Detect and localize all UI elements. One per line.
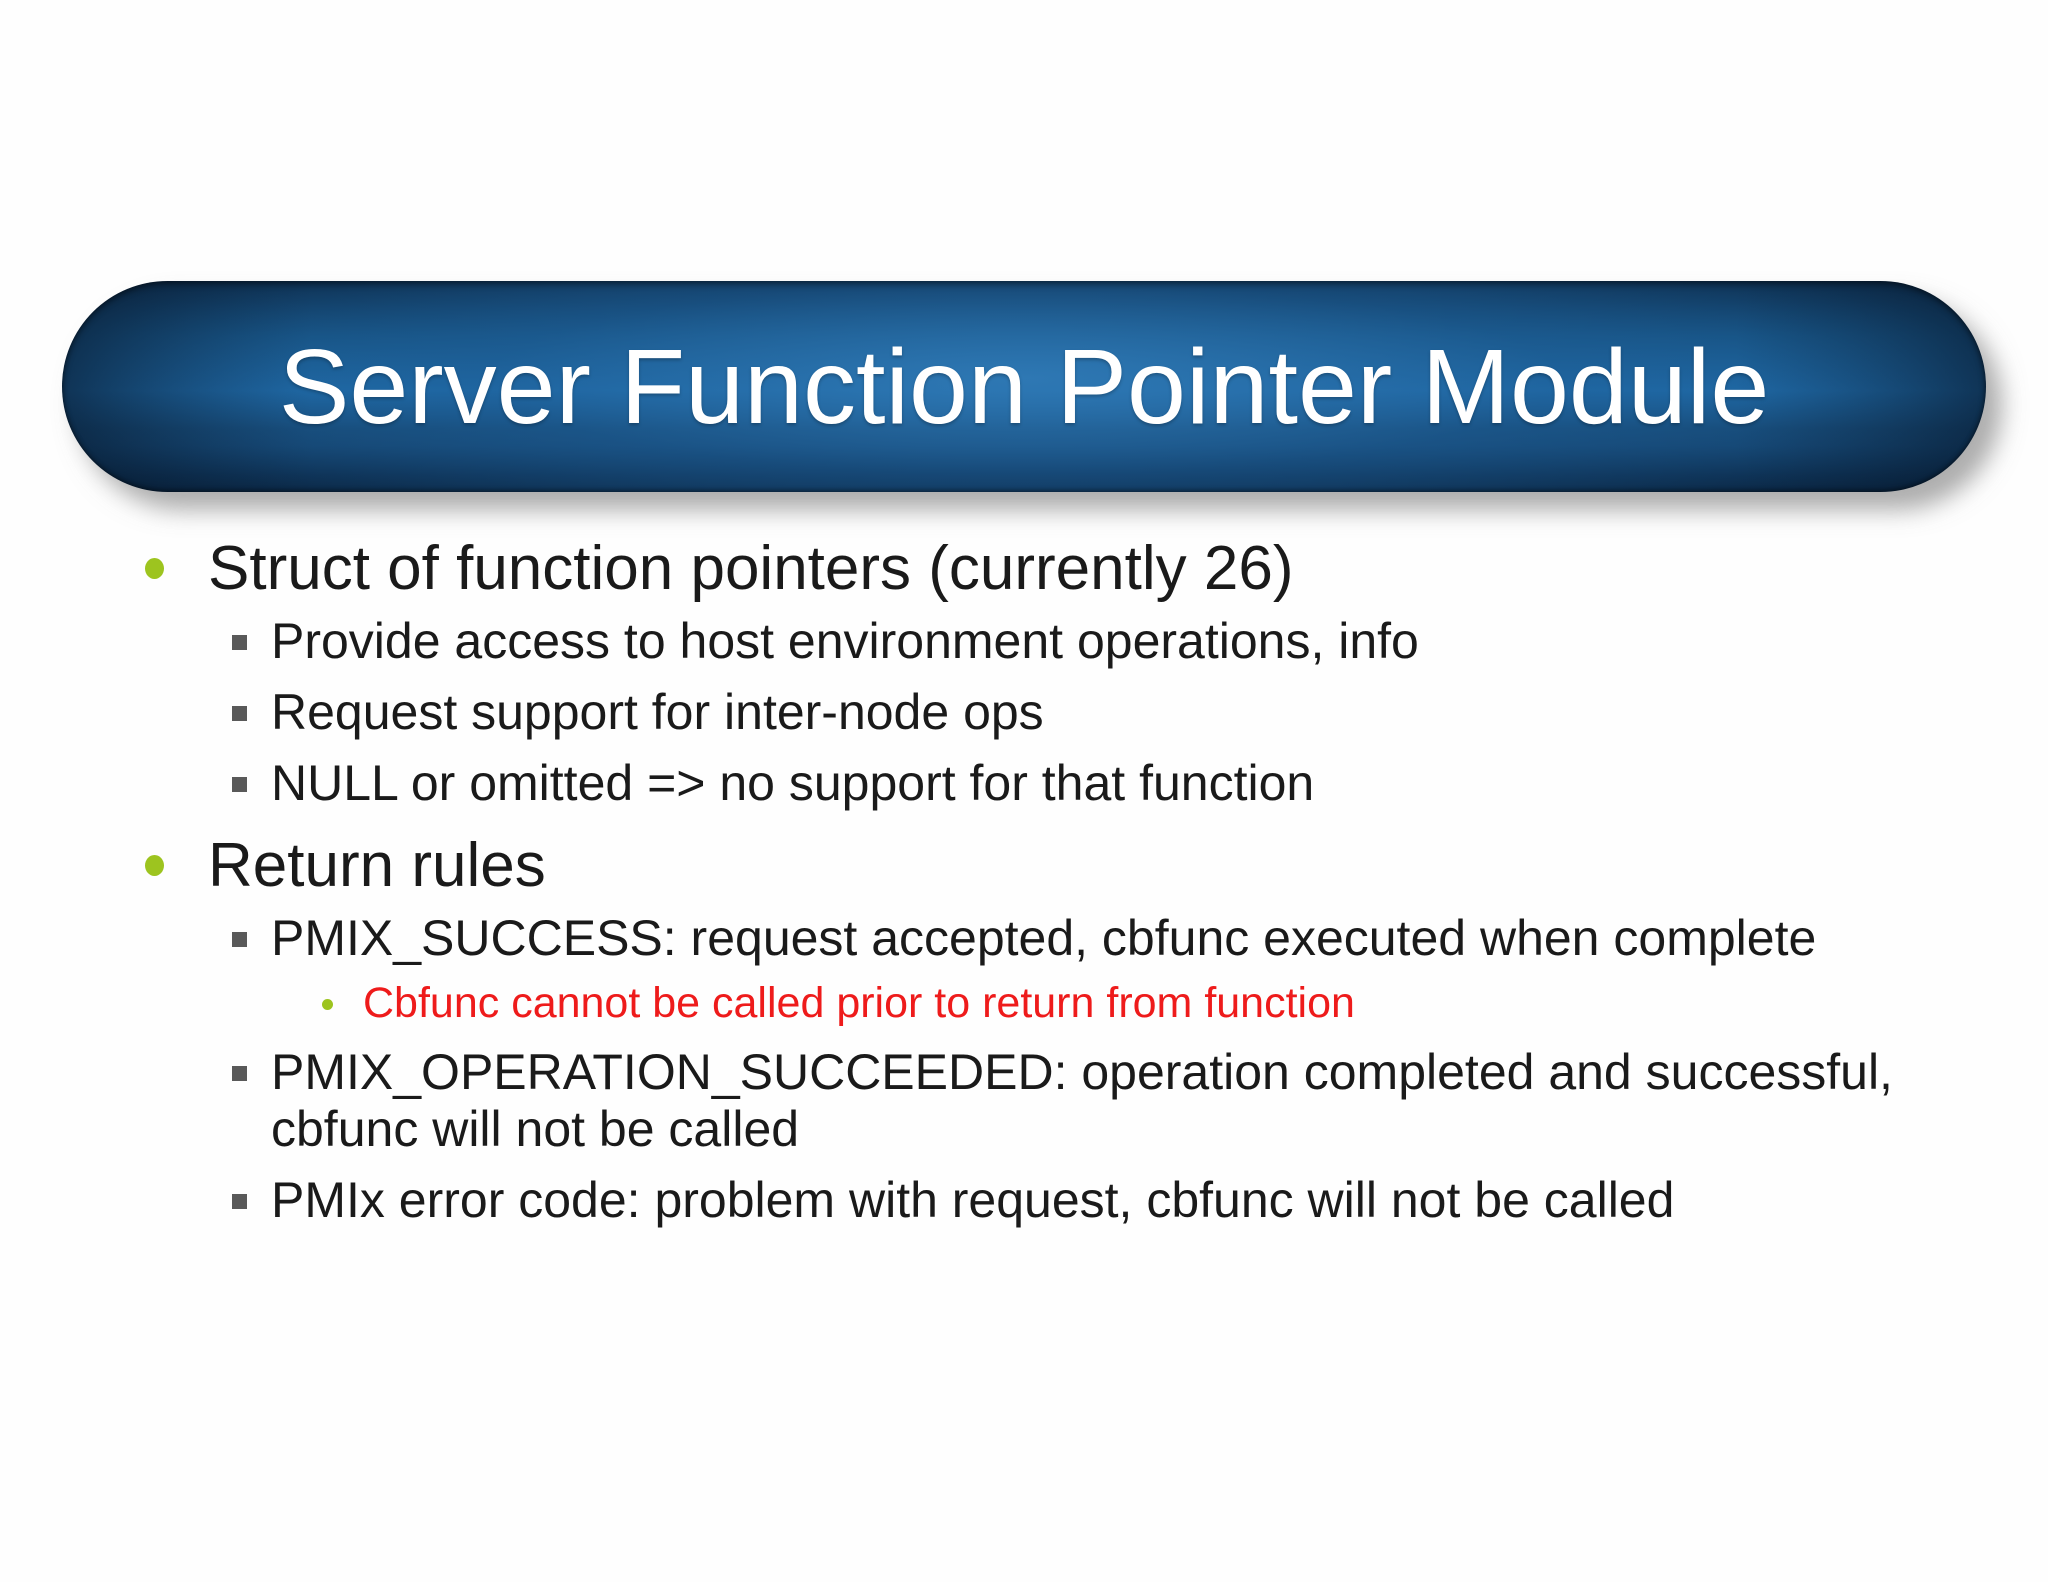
bullet-list: Struct of function pointers (currently 2… — [0, 533, 1975, 1229]
bullet-item-4: Return rules — [0, 830, 1975, 902]
bullet-square-icon — [232, 932, 247, 947]
bullet-square-icon — [232, 1066, 247, 1081]
bullet-text: NULL or omitted => no support for that f… — [271, 755, 1315, 811]
bullet-item-0: Struct of function pointers (currently 2… — [0, 533, 1975, 605]
bullet-square-icon — [232, 1194, 247, 1209]
bullet-item-8: PMIx error code: problem with request, c… — [0, 1172, 1975, 1229]
bullet-circle-icon — [145, 558, 164, 579]
bullet-text: Provide access to host environment opera… — [271, 613, 1419, 669]
bullet-item-5: PMIX_SUCCESS: request accepted, cbfunc e… — [0, 910, 1975, 967]
bullet-item-3: NULL or omitted => no support for that f… — [0, 755, 1975, 812]
bullet-square-icon — [232, 635, 247, 650]
bullet-text: Struct of function pointers (currently 2… — [208, 534, 1294, 603]
bullet-item-7: PMIX_OPERATION_SUCCEEDED: operation comp… — [0, 1044, 1975, 1158]
bullet-square-icon — [232, 706, 247, 721]
bullet-circle-icon — [145, 855, 164, 876]
bullet-item-2: Request support for inter-node ops — [0, 684, 1975, 741]
bullet-text: PMIx error code: problem with request, c… — [271, 1172, 1675, 1228]
bullet-square-icon — [232, 777, 247, 792]
slide-title: Server Function Pointer Module — [278, 327, 1770, 446]
bullet-text: Cbfunc cannot be called prior to return … — [363, 979, 1355, 1027]
bullet-item-6: Cbfunc cannot be called prior to return … — [0, 979, 1975, 1028]
bullet-item-1: Provide access to host environment opera… — [0, 613, 1975, 670]
bullet-text: PMIX_SUCCESS: request accepted, cbfunc e… — [271, 910, 1817, 966]
bullet-dot-icon — [322, 999, 333, 1010]
title-banner: Server Function Pointer Module — [62, 281, 1986, 492]
bullet-text: PMIX_OPERATION_SUCCEEDED: operation comp… — [271, 1044, 1893, 1157]
bullet-text: Return rules — [208, 831, 546, 900]
bullet-text: Request support for inter-node ops — [271, 684, 1044, 740]
